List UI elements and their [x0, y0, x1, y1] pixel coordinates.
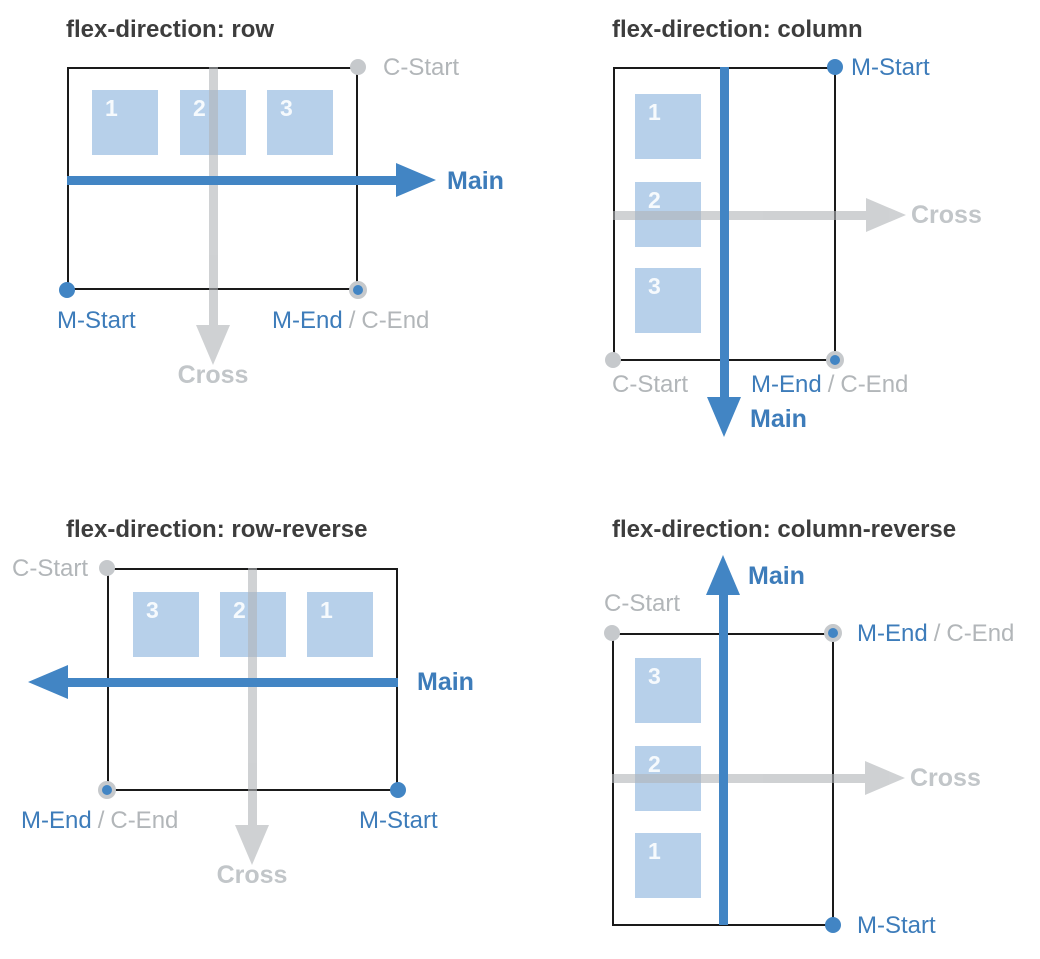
panel-title: flex-direction: row: [66, 16, 275, 43]
c-start-label: C-Start: [383, 54, 460, 81]
flex-item: 2: [635, 182, 701, 247]
m-end-c-end-dot: [98, 781, 116, 799]
arrow-up-icon: [706, 555, 740, 595]
arrow-down-icon: [235, 825, 269, 865]
c-start-dot: [605, 352, 621, 368]
c-start-dot: [350, 59, 366, 75]
m-end-c-end-label: M-End/C-End: [751, 370, 908, 399]
flex-item: 3: [635, 268, 701, 333]
flex-item: 3: [267, 90, 333, 155]
label-separator: /: [348, 307, 356, 334]
arrow-right-icon: [866, 198, 906, 232]
panel-title: flex-direction: column: [612, 16, 863, 43]
m-end-label: M-End: [857, 620, 928, 647]
m-end-label: M-End: [272, 307, 343, 334]
c-start-label: C-Start: [12, 555, 89, 582]
panel-flex-direction-row-reverse: flex-direction: row-reverse 3 2 1 Main C…: [0, 500, 520, 959]
cross-axis-label: Cross: [177, 361, 249, 389]
m-end-c-end-dot: [824, 624, 842, 642]
panel-flex-direction-row: flex-direction: row 1 2 3 Main Cross C-S…: [0, 0, 520, 460]
flex-item: 3: [635, 658, 701, 723]
m-start-dot: [390, 782, 406, 798]
m-start-label: M-Start: [857, 912, 936, 939]
flex-item: 2: [180, 90, 246, 155]
c-start-dot: [604, 625, 620, 641]
c-start-label: C-Start: [612, 371, 689, 398]
label-separator: /: [97, 807, 105, 834]
cross-axis-label: Cross: [911, 201, 982, 229]
m-end-label: M-End: [21, 807, 92, 834]
main-axis-label: Main: [750, 405, 807, 433]
m-end-c-end-dot: [826, 351, 844, 369]
m-end-c-end-dot: [349, 281, 367, 299]
flex-item: 1: [92, 90, 158, 155]
m-start-dot: [827, 59, 843, 75]
c-end-label: C-End: [840, 371, 909, 398]
m-start-label: M-Start: [851, 54, 930, 81]
arrow-left-icon: [28, 665, 68, 699]
label-separator: /: [827, 371, 835, 398]
panel-flex-direction-column-reverse: flex-direction: column-reverse 3 2 1 Mai…: [520, 500, 1040, 959]
cross-axis-label: Cross: [216, 861, 288, 889]
flex-item: 1: [307, 592, 373, 657]
panel-title: flex-direction: row-reverse: [66, 516, 368, 543]
arrow-right-icon: [396, 163, 436, 197]
c-end-label: C-End: [361, 307, 430, 334]
c-start-label: C-Start: [604, 590, 681, 617]
c-start-dot: [99, 560, 115, 576]
m-end-c-end-label: M-End/C-End: [21, 806, 178, 835]
m-start-dot: [59, 282, 75, 298]
main-axis-label: Main: [748, 562, 805, 590]
arrow-right-icon: [865, 761, 905, 795]
m-start-label: M-Start: [57, 307, 136, 334]
panel-title: flex-direction: column-reverse: [612, 516, 957, 543]
m-start-dot: [825, 917, 841, 933]
arrow-down-icon: [707, 397, 741, 437]
m-end-c-end-label: M-End/C-End: [857, 619, 1014, 648]
m-start-label: M-Start: [359, 807, 438, 834]
c-end-label: C-End: [946, 620, 1015, 647]
label-separator: /: [933, 620, 941, 647]
main-axis-label: Main: [417, 668, 474, 696]
flex-item: 1: [635, 833, 701, 898]
arrow-down-icon: [196, 325, 230, 365]
main-axis-label: Main: [447, 167, 504, 195]
flex-item: 2: [635, 746, 701, 811]
m-end-c-end-label: M-End/C-End: [272, 306, 429, 335]
flex-item: 3: [133, 592, 199, 657]
panel-flex-direction-column: flex-direction: column 1 2 3 Main Cross …: [520, 0, 1040, 480]
flex-item: 1: [635, 94, 701, 159]
m-end-label: M-End: [751, 371, 822, 398]
cross-axis-label: Cross: [910, 764, 981, 792]
flex-item: 2: [220, 592, 286, 657]
c-end-label: C-End: [110, 807, 179, 834]
